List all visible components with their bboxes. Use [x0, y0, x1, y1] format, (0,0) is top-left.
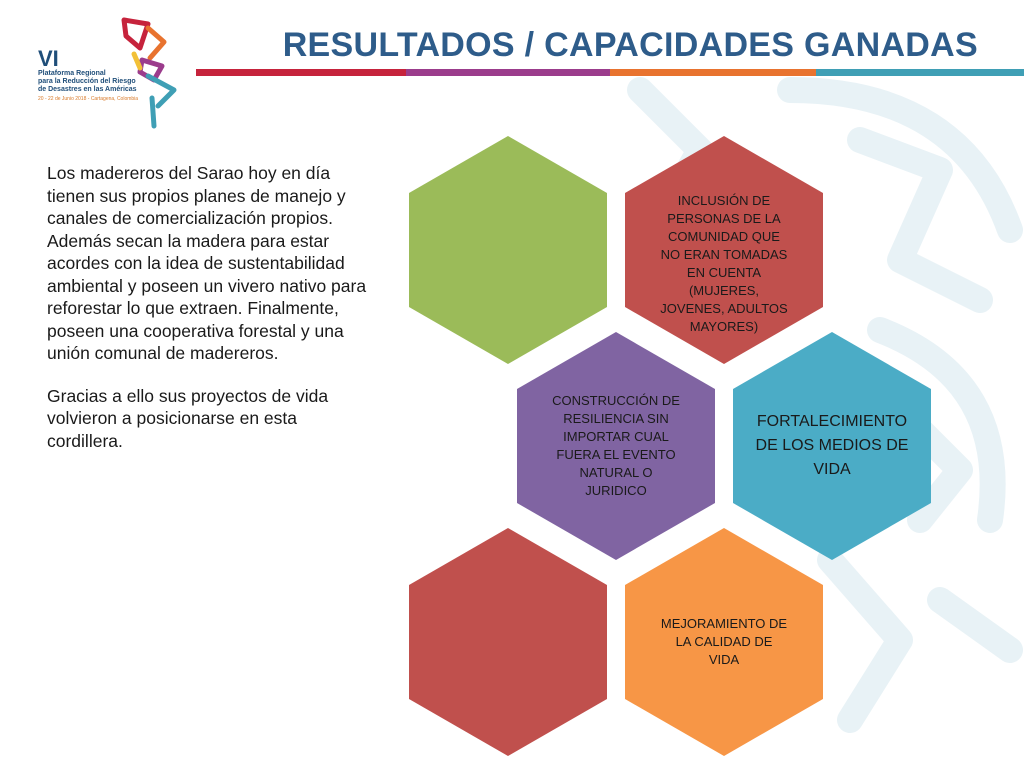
title-stripe-purple: [406, 69, 610, 76]
hexagon-red: [409, 528, 607, 756]
hexagon-mejoramiento-label: MEJORAMIENTO DE LA CALIDAD DE VIDA: [660, 616, 788, 667]
logo-edition: VI: [38, 46, 59, 71]
hexagon-green: [409, 136, 607, 364]
hexagon-construccion: CONSTRUCCIÓN DE RESILIENCIA SIN IMPORTAR…: [517, 332, 715, 560]
body-text: Los madereros del Sarao hoy en día tiene…: [47, 162, 369, 472]
logo-line-4: 20 - 22 de Junio 2018 - Cartagena, Colom…: [38, 96, 139, 102]
body-paragraph-2: Gracias a ello sus proyectos de vida vol…: [47, 385, 329, 451]
hexagon-inclusion: INCLUSIÓN DE PERSONAS DE LA COMUNIDAD QU…: [625, 136, 823, 364]
logo-line-2: para la Reducción del Riesgo: [38, 78, 136, 85]
hexagon-fortalecimiento: FORTALECIMIENTO DE LOS MEDIOS DE VIDA: [733, 332, 931, 560]
body-paragraph-1: Los madereros del Sarao hoy en día tiene…: [47, 163, 367, 363]
americas-emblem-icon: [121, 17, 177, 129]
hexagon-fortalecimiento-label: FORTALECIMIENTO DE LOS MEDIOS DE VIDA: [755, 413, 909, 478]
logo-line-1: Plataforma Regional: [38, 70, 106, 77]
title-stripe-orange: [610, 69, 816, 76]
event-logo: VI Plataforma Regional para la Reducción…: [30, 14, 190, 130]
logo-line-3: de Desastres en las Américas: [38, 86, 137, 93]
hexagon-construccion-label: CONSTRUCCIÓN DE RESILIENCIA SIN IMPORTAR…: [552, 393, 680, 498]
title-stripe-teal: [816, 69, 1024, 76]
hexagon-inclusion-label: INCLUSIÓN DE PERSONAS DE LA COMUNIDAD QU…: [660, 193, 788, 334]
hexagon-mejoramiento: MEJORAMIENTO DE LA CALIDAD DE VIDA: [625, 528, 823, 756]
page-title: RESULTADOS / CAPACIDADES GANADAS: [282, 26, 978, 64]
title-stripe-red: [196, 69, 406, 76]
